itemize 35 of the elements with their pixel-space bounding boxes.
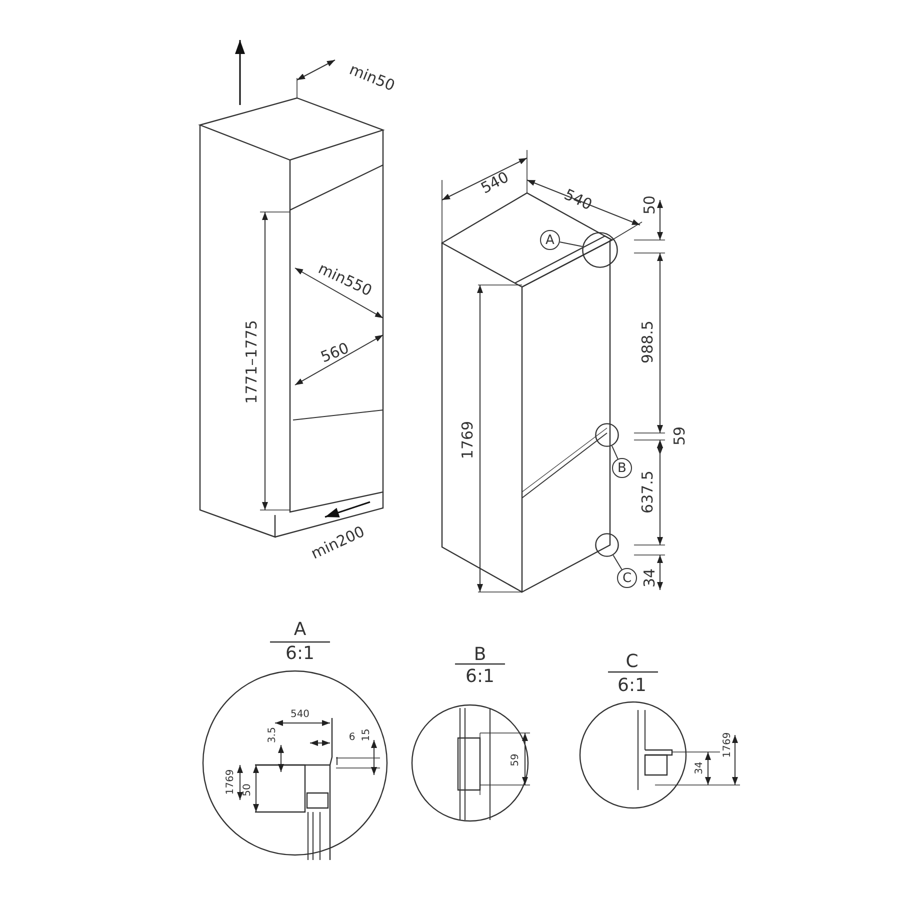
scale-label: 6:1 <box>466 668 494 686</box>
dimension-label: 1769 <box>460 420 476 460</box>
detail-marker-circle <box>582 232 618 268</box>
dimension-label: 50 <box>243 784 253 796</box>
leader-line <box>559 241 583 247</box>
view-title: C <box>626 653 638 671</box>
dimension-label: min50 <box>347 62 397 94</box>
dimension-label: 560 <box>318 340 352 366</box>
leader-line <box>611 445 618 460</box>
dimension-label: 59 <box>511 754 521 766</box>
detail-marker-circle <box>595 423 619 447</box>
leader-line <box>612 554 622 570</box>
dimension-label: 637.5 <box>640 470 656 514</box>
callout-letter: C <box>617 568 637 588</box>
dimension-label: 15 <box>362 728 372 742</box>
dimension-label: 540 <box>478 170 512 196</box>
view-title: A <box>294 621 306 639</box>
dimension-label: 59 <box>672 426 688 446</box>
detail-marker-circle <box>595 533 619 557</box>
callout-letter: A <box>540 230 560 250</box>
dimension-label: 1771–1775 <box>244 320 260 404</box>
scale-label: 6:1 <box>618 677 646 695</box>
dimension-label: 540 <box>562 187 594 213</box>
dimension-label: 988.5 <box>640 320 656 364</box>
view-title: B <box>474 646 486 664</box>
dimension-label: 34 <box>642 568 658 588</box>
callout-letter: B <box>612 458 632 478</box>
dimension-label: 3.5 <box>268 727 278 743</box>
dimension-label: 540 <box>290 710 310 720</box>
dimension-label: 50 <box>642 195 658 215</box>
dimension-label: 34 <box>695 762 705 774</box>
dimension-label: 1769 <box>723 732 733 758</box>
dimension-label: 6 <box>348 733 356 743</box>
scale-label: 6:1 <box>286 645 314 663</box>
dimension-label: 1769 <box>226 769 236 795</box>
